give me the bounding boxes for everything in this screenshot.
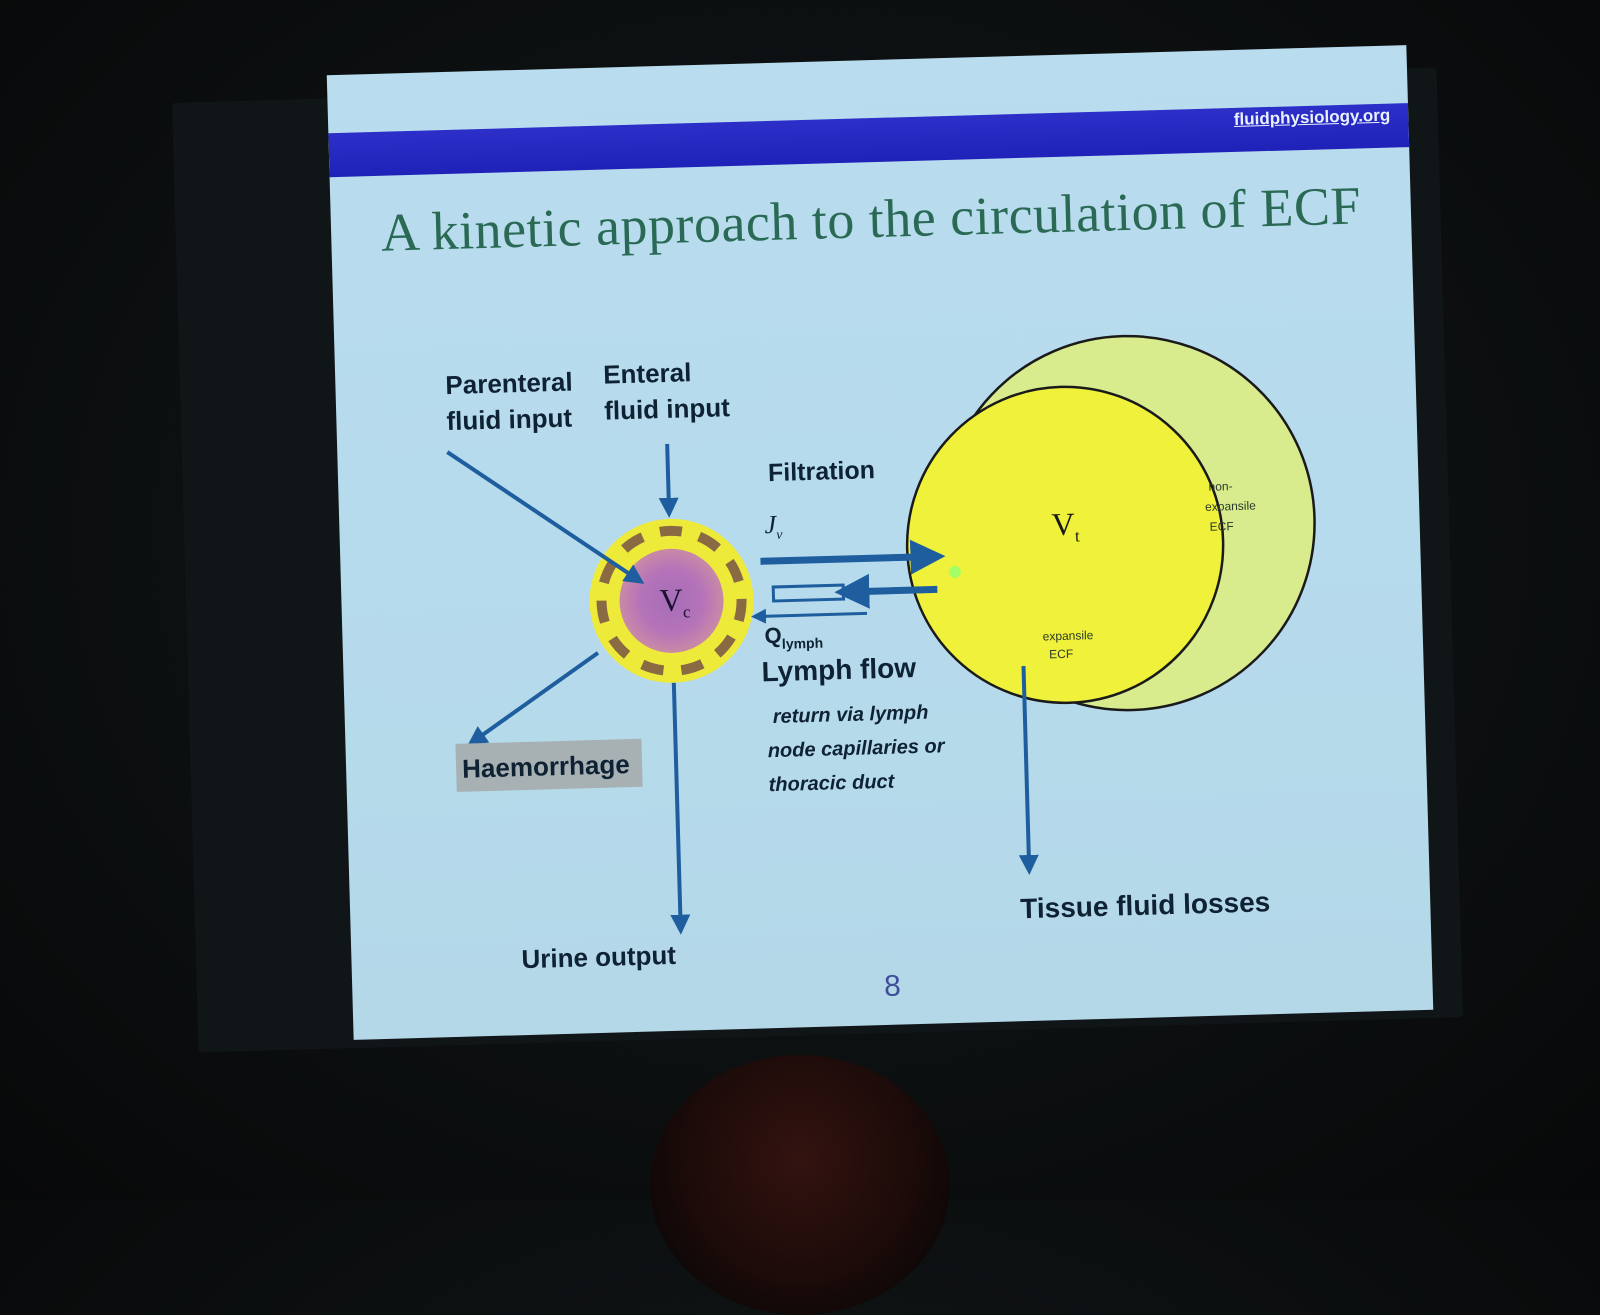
vc-dashed-ring — [596, 525, 747, 676]
filtration-label: Filtration — [768, 456, 876, 487]
haemorrhage-highlight — [455, 738, 643, 792]
filtration-arrow — [760, 539, 946, 575]
vt-label: Vt — [1051, 505, 1080, 546]
green-laser-dot — [948, 565, 961, 578]
non-expansile-line2: expansile — [1205, 498, 1256, 513]
expansile-line2: ECF — [1049, 647, 1073, 662]
jv-label: Jv — [764, 510, 783, 544]
enteral-label-line2: fluid input — [604, 392, 731, 426]
lymph-return-bar — [771, 583, 846, 603]
lymph-return-arrow — [834, 573, 938, 609]
vc-label: Vc — [659, 581, 691, 622]
presentation-slide: fluidphysiology.org A kinetic approach t… — [326, 45, 1434, 1040]
expansile-ecf-circle — [905, 385, 1225, 705]
audience-head-silhouette — [650, 1055, 950, 1315]
lymph-note-line3: thoracic duct — [768, 771, 895, 797]
urine-output-label: Urine output — [521, 940, 677, 974]
qlymph-label: Qlymph — [764, 622, 823, 653]
expansile-line1: expansile — [1042, 628, 1093, 643]
non-expansile-line1: non- — [1208, 479, 1232, 494]
lymph-note-line2: node capillaries or — [767, 735, 945, 762]
qlymph-arrow — [751, 608, 868, 624]
haemorrhage-label: Haemorrhage — [462, 749, 630, 784]
vc-core — [619, 548, 724, 653]
tissue-losses-arrow — [1018, 665, 1039, 875]
parenteral-label-line1: Parenteral — [445, 367, 573, 401]
parenteral-label-line2: fluid input — [446, 403, 573, 437]
urine-output-arrow — [670, 682, 691, 935]
enteral-input-arrow — [658, 443, 679, 518]
enteral-label-line1: Enteral — [603, 357, 692, 389]
ecf-circulation-diagram: Parenteral fluid input Enteral fluid inp… — [445, 334, 1316, 974]
parenteral-input-arrow — [446, 450, 645, 584]
lymph-flow-label: Lymph flow — [761, 652, 917, 687]
non-expansile-line3: ECF — [1209, 519, 1233, 534]
lymph-note-line1: return via lymph — [773, 702, 929, 728]
haemorrhage-arrow — [467, 651, 600, 746]
tissue-losses-label: Tissue fluid losses — [1020, 886, 1271, 924]
